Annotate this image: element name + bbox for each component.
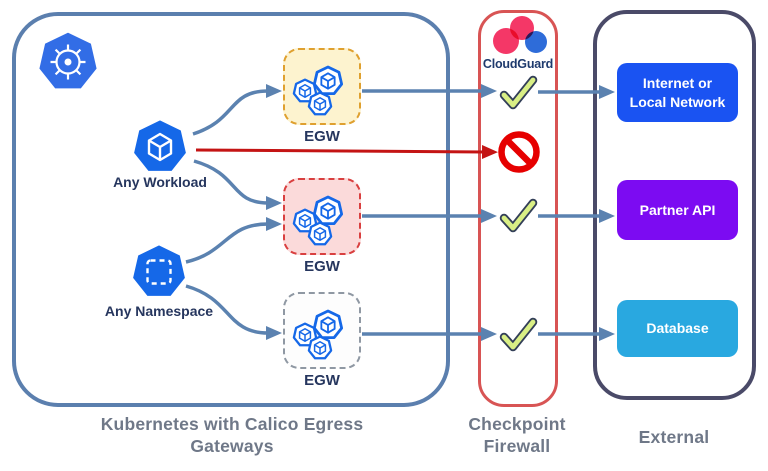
cluster-caption-line2: Gateways	[190, 436, 274, 456]
firewall-caption: Checkpoint Firewall	[442, 413, 592, 457]
egw-box-2	[283, 178, 361, 255]
egw-label-2: EGW	[304, 258, 340, 275]
any-namespace-label: Any Namespace	[104, 303, 214, 319]
egw-label-3: EGW	[304, 372, 340, 389]
egw-box-1	[283, 48, 361, 125]
cloudguard-wordmark: CloudGuard	[482, 57, 554, 71]
external-caption: External	[638, 427, 710, 447]
firewall-caption-line2: Firewall	[483, 436, 551, 456]
any-workload-label: Any Workload	[113, 174, 207, 190]
target-label-line: Database	[646, 320, 709, 336]
egw-box-3	[283, 292, 361, 369]
cluster-caption: Kubernetes with Calico Egress Gateways	[62, 413, 402, 457]
firewall-box	[478, 10, 558, 407]
external-box	[593, 10, 756, 400]
egw-label-1: EGW	[304, 128, 340, 145]
target-label-line: Partner API	[639, 201, 716, 218]
target-database: Database	[617, 300, 738, 357]
target-label-line: Internet or	[642, 74, 713, 91]
cluster-caption-line1: Kubernetes with Calico Egress	[100, 414, 364, 434]
target-label-line: Local Network	[629, 93, 726, 110]
target-partner-api: Partner API	[617, 180, 738, 240]
kubernetes-cluster-box	[12, 12, 450, 407]
target-internet-or-local-network: Internet or Local Network	[617, 63, 738, 122]
firewall-caption-line1: Checkpoint	[468, 414, 566, 434]
